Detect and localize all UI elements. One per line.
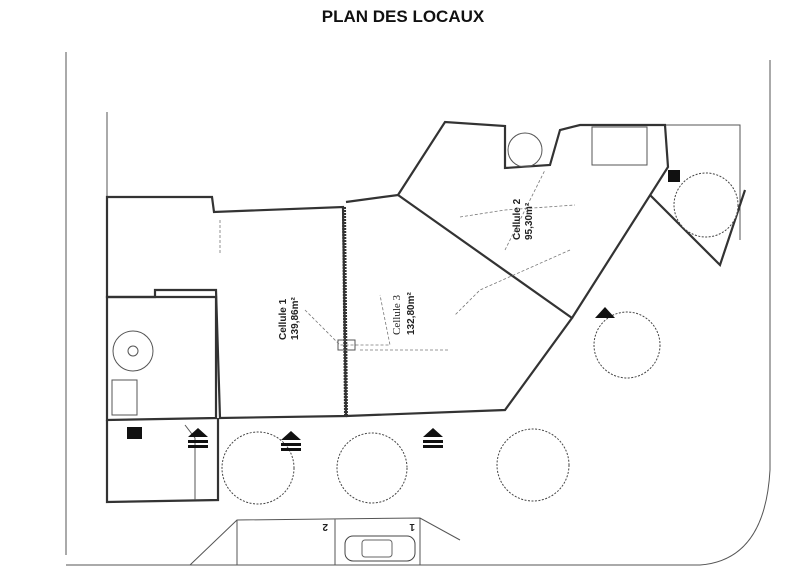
equipment-block xyxy=(127,427,142,439)
connector-box xyxy=(337,339,356,351)
cellule-1-area: 139,86m² xyxy=(290,297,301,340)
cellule-2-name: Cellule 2 xyxy=(512,198,523,240)
parking-spot-1: 1 xyxy=(409,521,415,532)
cellule-3-name: Cellule 3 xyxy=(391,294,403,335)
cellule-1-name: Cellule 1 xyxy=(278,298,289,340)
cellule-1-walls xyxy=(105,195,348,420)
tree xyxy=(496,428,570,502)
stairs xyxy=(111,379,138,416)
car-icon xyxy=(344,535,416,562)
network-lines xyxy=(219,169,576,351)
right-wing xyxy=(649,189,747,268)
courtyard-walls xyxy=(105,418,220,504)
stairwell xyxy=(591,126,648,166)
tree xyxy=(221,431,295,505)
spiral-stair xyxy=(112,330,154,372)
spiral-stair-core xyxy=(127,345,139,357)
stair-block xyxy=(105,295,218,422)
plan-title: PLAN DES LOCAUX xyxy=(321,7,485,26)
site-boundary xyxy=(65,52,771,566)
entrance-arrow-icons xyxy=(188,307,615,451)
spiral-stair-2 xyxy=(507,132,543,168)
courtyard-path xyxy=(184,424,196,500)
parking-area xyxy=(189,517,461,566)
cellule-3-area: 132,80m² xyxy=(406,292,417,335)
cellule-2-area: 95,30m² xyxy=(524,202,535,240)
tree xyxy=(593,311,661,379)
cellule-3-walls xyxy=(345,193,574,418)
parking-spot-2: 2 xyxy=(322,521,328,532)
party-wall xyxy=(342,206,348,417)
equipment-block-2 xyxy=(668,170,680,182)
cellule-2-walls xyxy=(397,120,670,319)
tree xyxy=(673,172,739,238)
tree xyxy=(336,432,408,504)
